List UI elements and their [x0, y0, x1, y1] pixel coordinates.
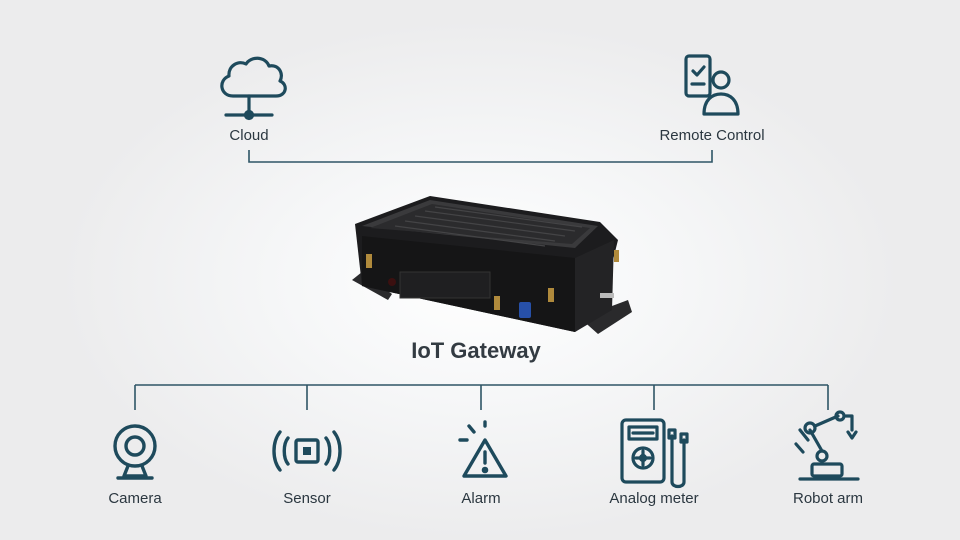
- cloud-label: Cloud: [229, 127, 269, 144]
- robot-arm-icon: [794, 410, 860, 481]
- analog-meter-label: Analog meter: [609, 490, 699, 507]
- cloud-icon: [220, 56, 287, 121]
- alarm-label: Alarm: [461, 490, 501, 507]
- robot-arm-label: Robot arm: [792, 490, 864, 507]
- alarm-icon: [458, 420, 508, 478]
- connector-lines: [134, 150, 829, 410]
- sensor-label: Sensor: [283, 490, 331, 507]
- sensor-icon: [272, 430, 342, 472]
- camera-label: Camera: [108, 490, 162, 507]
- analog-meter-icon: [620, 418, 689, 489]
- top-connector: [248, 150, 713, 163]
- camera-icon: [113, 424, 157, 480]
- iot-gateway-device: [352, 196, 632, 334]
- iot-gateway-title: IoT Gateway: [411, 338, 541, 363]
- remote-control-icon: [684, 54, 740, 116]
- remote-control-label: Remote Control: [659, 127, 765, 144]
